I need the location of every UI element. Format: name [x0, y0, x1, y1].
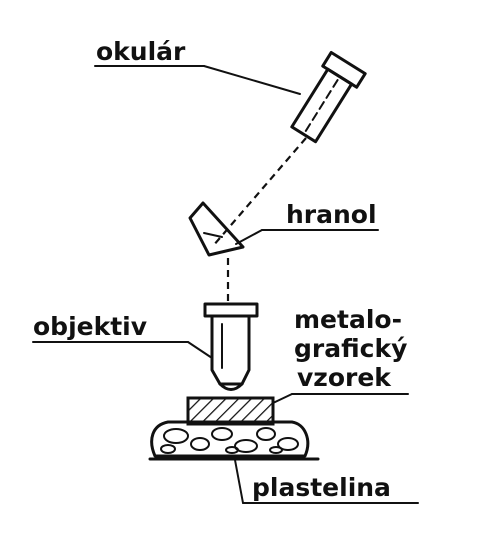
label-vzorek-line2: grafický [294, 334, 407, 363]
label-vzorek-line1: metalo- [294, 305, 402, 334]
leader-plastelina [234, 459, 419, 504]
label-vzorek-line3: vzorek [297, 363, 392, 392]
plasticine [150, 420, 310, 458]
leader-vzorek [272, 393, 409, 404]
label-objektiv: objektiv [33, 312, 147, 341]
prism [188, 201, 245, 257]
label-hranol: hranol [286, 200, 377, 229]
label-plastelina: plastelina [252, 473, 391, 502]
leader-okular [94, 65, 301, 95]
leader-hranol [235, 229, 379, 245]
label-okular: okulár [96, 37, 186, 66]
leader-objektiv [32, 341, 213, 359]
objective [203, 302, 259, 391]
eyepiece [290, 50, 367, 144]
metallographic-sample [186, 396, 275, 426]
